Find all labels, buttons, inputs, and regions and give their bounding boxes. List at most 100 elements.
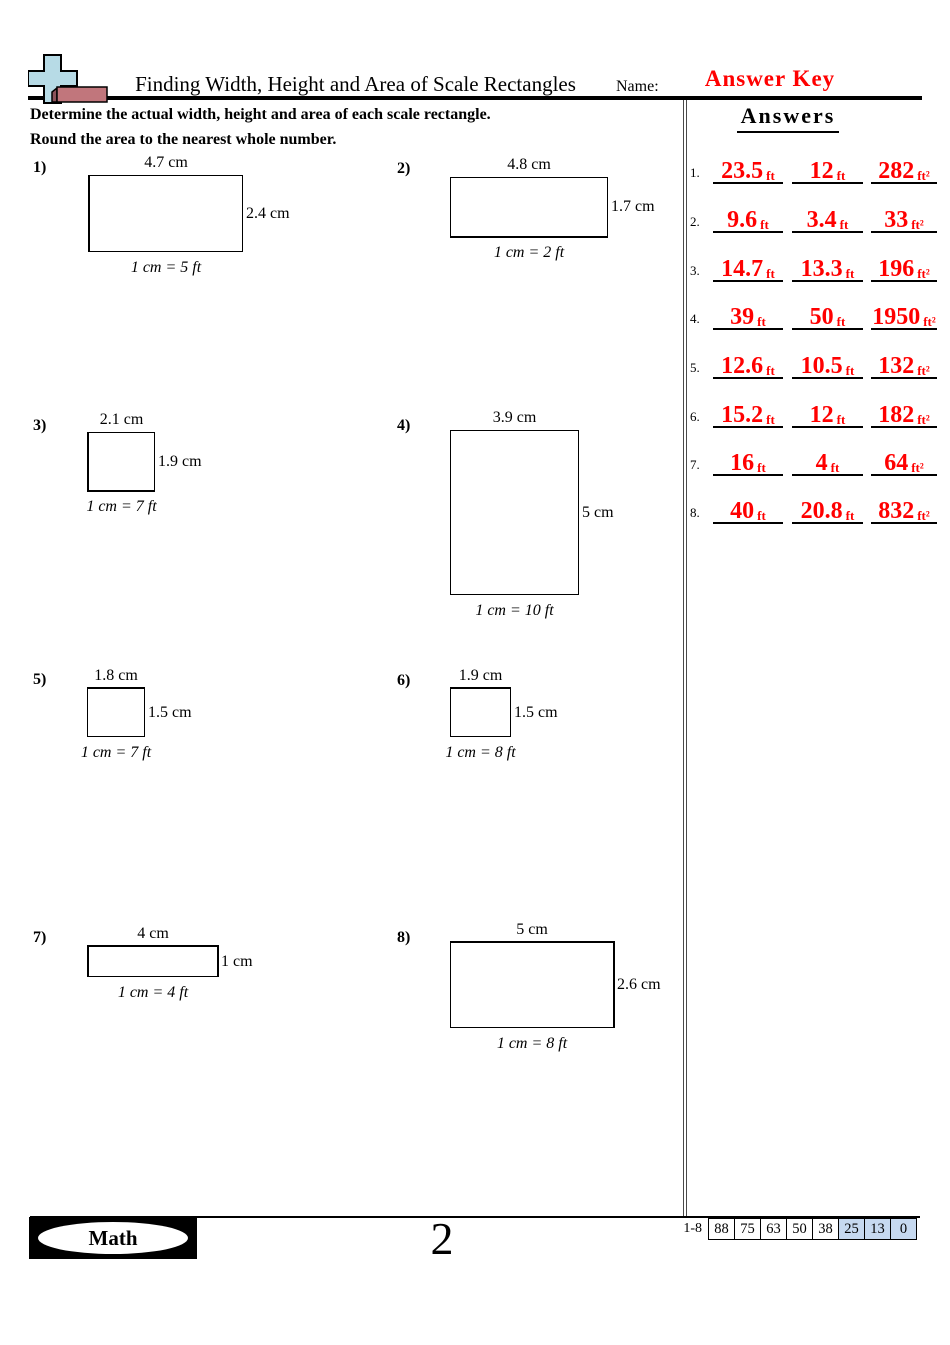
score-cell: 50 [786,1219,812,1239]
answer-unit: ft [845,363,855,378]
problem-8-number: 8) [397,929,411,946]
answer-unit: ft [845,508,855,523]
answer-value: 12.6 [721,353,764,380]
answer-unit: ft [836,314,846,329]
problem-6-number: 6) [397,672,411,689]
problem-8-rectangle: 5 cm 2.6 cm 1 cm = 8 ft [450,921,661,1052]
answer-value: 282 [878,158,915,185]
problem-4-height-label: 5 cm [582,503,614,521]
math-logo-ellipse: Math [38,1222,188,1254]
answer-unit: ft² [911,460,924,475]
problem-8-scale-label: 1 cm = 8 ft [496,1035,568,1052]
problem-6-rectangle: 1.9 cm 1.5 cm 1 cm = 8 ft [445,667,557,761]
answer-unit: ft [766,168,775,183]
answer-row-3-number: 3. [690,263,700,278]
answer-row-8-number: 8. [690,505,700,520]
answer-value: 10.5 [800,353,843,380]
answer-unit: ft² [917,363,930,378]
answer-value: 12 [809,158,834,185]
answer-unit: ft² [923,314,936,329]
answer-value: 64 [884,450,909,477]
problem-7-height-label: 1 cm [221,952,253,970]
answer-value: 4 [815,450,828,477]
problem-5-width-label: 1.8 cm [94,667,138,684]
answer-value: 50 [809,304,834,331]
answer-value: 832 [878,498,915,525]
problem-7-number: 7) [33,929,47,946]
score-cell: 0 [890,1219,916,1239]
answer-row-5-number: 5. [690,360,700,375]
answer-unit: ft [830,460,840,475]
header-rule [28,96,922,100]
answer-value: 33 [884,207,909,234]
problem-2-number: 2) [397,160,411,177]
problem-3-width-label: 2.1 cm [99,411,144,428]
problem-6-scale-label: 1 cm = 8 ft [445,744,516,761]
answer-unit: ft [757,508,766,523]
score-cell: 63 [760,1219,786,1239]
answers-title-text: Answers [736,103,840,133]
answer-unit: ft [836,412,846,427]
problem-3-scale-label: 1 cm = 7 ft [86,498,157,515]
problem-7-scale-label: 1 cm = 4 ft [117,984,189,1001]
problem-2-width-label: 4.8 cm [507,156,551,173]
problem-6-width-label: 1.9 cm [458,667,503,684]
answer-unit: ft [845,266,855,281]
answer-unit: ft² [917,508,930,523]
answer-value: 9.6 [727,207,758,234]
answer-value: 1950 [872,304,921,331]
problem-5-number: 5) [33,671,47,688]
answer-value: 12 [809,402,834,429]
answer-row-4-number: 4. [690,311,700,326]
answer-unit: ft [766,363,775,378]
answer-value: 40 [730,498,755,525]
problem-1-number: 1) [33,159,47,176]
answer-unit: ft [836,168,846,183]
answers-divider [683,100,687,1217]
answer-value: 15.2 [721,402,764,429]
footer-rule [30,1216,920,1218]
problem-3-rectangle: 2.1 cm 1.9 cm 1 cm = 7 ft [86,411,201,515]
score-cell: 38 [812,1219,838,1239]
answer-value: 132 [878,353,915,380]
problem-5-rectangle: 1.8 cm 1.5 cm 1 cm = 7 ft [81,667,192,761]
math-logo: Math [29,1217,197,1259]
answer-value: 23.5 [721,158,764,185]
answer-unit: ft² [917,266,930,281]
problem-2-rectangle: 4.8 cm 1.7 cm 1 cm = 2 ft [450,156,655,261]
score-range-label: 1-8 [683,1221,702,1236]
score-cell: 25 [838,1219,864,1239]
name-label: Name: [616,78,659,95]
problem-2-height-label: 1.7 cm [611,198,655,215]
answer-value: 13.3 [800,256,843,283]
problem-4-rectangle: 3.9 cm 5 cm 1 cm = 10 ft [450,409,614,619]
answer-value: 16 [730,450,755,477]
cross-and-brick-icon [28,54,108,104]
answer-unit: ft² [917,168,930,183]
problem-2-scale-label: 1 cm = 2 ft [493,244,565,261]
problem-4-scale-label: 1 cm = 10 ft [475,602,554,619]
answer-value: 3.4 [806,207,837,234]
problem-3-number: 3) [33,417,47,434]
instructions-line-1: Determine the actual width, height and a… [30,106,491,123]
answer-unit: ft [766,412,775,427]
score-cell: 13 [864,1219,890,1239]
